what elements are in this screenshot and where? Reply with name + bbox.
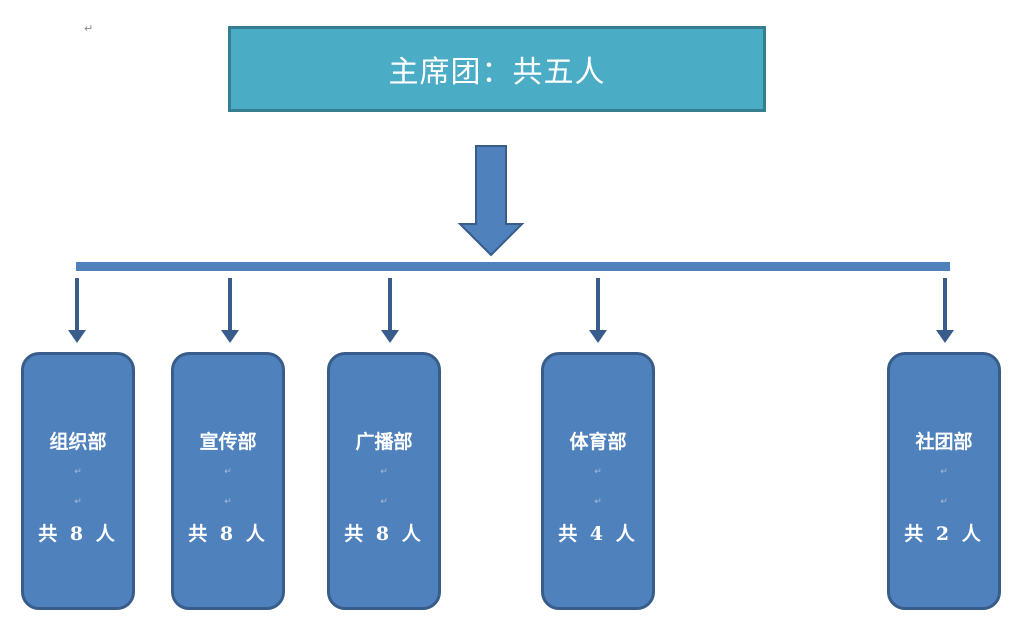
paragraph-mark: ↵	[380, 467, 388, 477]
dept-name: 宣传部	[199, 431, 257, 453]
dept-name: 体育部	[569, 431, 627, 453]
dept-count: 共 4 人	[558, 523, 638, 545]
paragraph-mark: ↵	[594, 467, 602, 477]
paragraph-mark: ↵	[940, 467, 948, 477]
branch-arrow	[221, 278, 239, 343]
dept-count: 共 2 人	[904, 523, 984, 545]
dept-box-publicity: 宣传部 ↵ ↵ 共 8 人	[171, 352, 285, 610]
branch-arrow	[936, 278, 954, 343]
presidium-title: 主席团：共五人	[388, 55, 606, 90]
dept-count: 共 8 人	[38, 523, 118, 545]
dept-box-organization: 组织部 ↵ ↵ 共 8 人	[21, 352, 135, 610]
branch-arrow	[68, 278, 86, 343]
horizontal-connector	[76, 262, 950, 271]
paragraph-mark: ↵	[594, 497, 602, 507]
paragraph-mark: ↵	[84, 22, 94, 35]
dept-count: 共 8 人	[344, 523, 424, 545]
dept-name: 社团部	[915, 431, 973, 453]
dept-name: 组织部	[49, 431, 107, 453]
dept-count: 共 8 人	[188, 523, 268, 545]
dept-box-broadcast: 广播部 ↵ ↵ 共 8 人	[327, 352, 441, 610]
dept-name: 广播部	[355, 431, 413, 453]
paragraph-mark: ↵	[74, 497, 82, 507]
main-down-arrow	[457, 145, 525, 257]
dept-box-clubs: 社团部 ↵ ↵ 共 2 人	[887, 352, 1001, 610]
dept-box-sports: 体育部 ↵ ↵ 共 4 人	[541, 352, 655, 610]
paragraph-mark: ↵	[224, 497, 232, 507]
branch-arrow	[381, 278, 399, 343]
paragraph-mark: ↵	[380, 497, 388, 507]
paragraph-mark: ↵	[224, 467, 232, 477]
presidium-box: 主席团：共五人	[228, 26, 766, 112]
paragraph-mark: ↵	[74, 467, 82, 477]
paragraph-mark: ↵	[940, 497, 948, 507]
branch-arrow	[589, 278, 607, 343]
